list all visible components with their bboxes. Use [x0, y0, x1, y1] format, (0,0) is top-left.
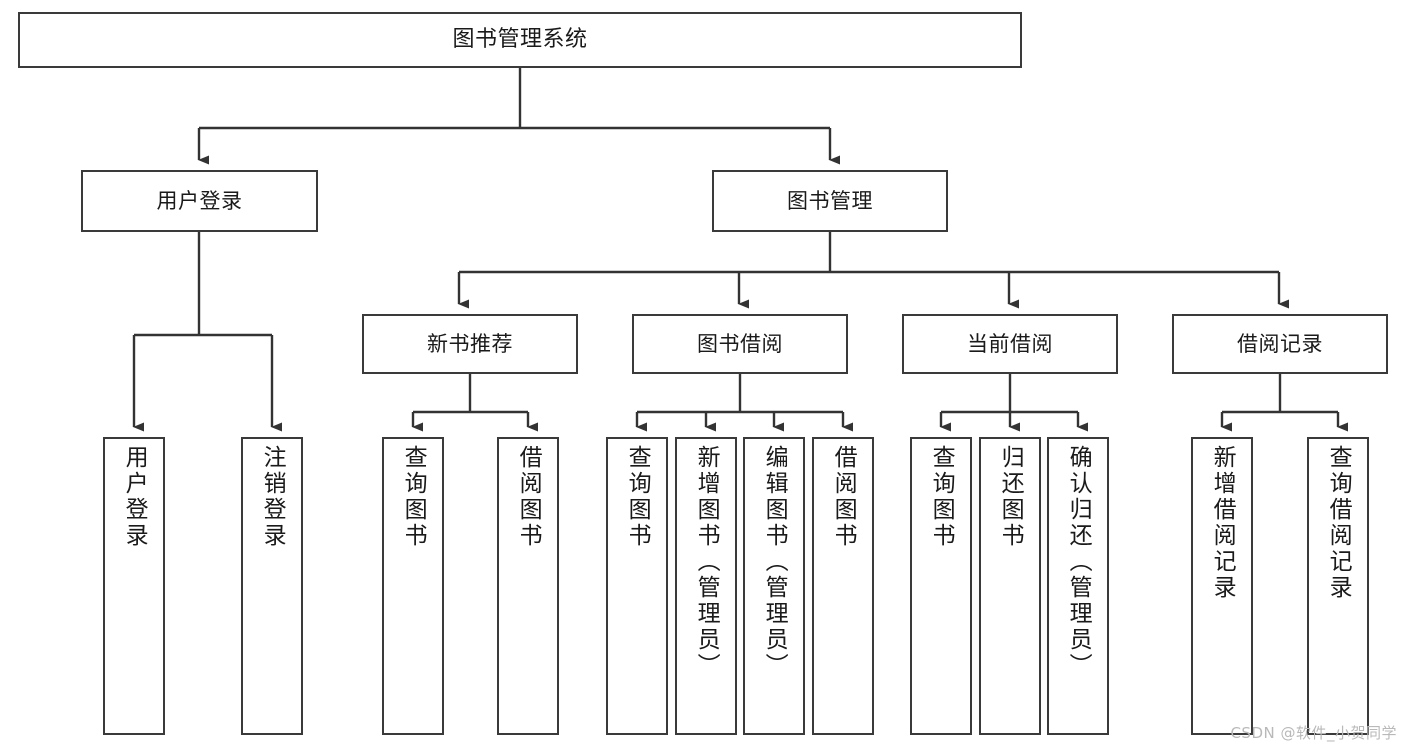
node-label: 借阅记录 — [1237, 331, 1323, 356]
leaf-add-book-admin[interactable]: 新增图书（管理员） — [675, 437, 737, 735]
leaf-query-books-new-rec[interactable]: 查询图书 — [382, 437, 444, 735]
node-label: 用户登录 — [121, 445, 148, 549]
leaf-borrow-books[interactable]: 借阅图书 — [812, 437, 874, 735]
node-label: 新书推荐 — [427, 331, 513, 356]
leaf-return-books[interactable]: 归还图书 — [979, 437, 1041, 735]
node-book-management[interactable]: 图书管理 — [712, 170, 948, 232]
csdn-watermark: CSDN @软件_小贺同学 — [1230, 724, 1397, 742]
node-label: 归还图书 — [997, 445, 1024, 549]
node-root-book-management-system[interactable]: 图书管理系统 — [18, 12, 1022, 68]
leaf-add-borrow-record[interactable]: 新增借阅记录 — [1191, 437, 1253, 735]
node-label: 查询图书 — [624, 445, 651, 549]
node-label: 图书借阅 — [697, 331, 783, 356]
node-label: 确认归还（管理员） — [1065, 445, 1092, 679]
node-label: 查询图书 — [928, 445, 955, 549]
leaf-query-books-borrowing[interactable]: 查询图书 — [606, 437, 668, 735]
node-label: 新增图书（管理员） — [693, 445, 720, 679]
node-label: 查询借阅记录 — [1325, 445, 1352, 601]
node-borrowing-records[interactable]: 借阅记录 — [1172, 314, 1388, 374]
leaf-user-login[interactable]: 用户登录 — [103, 437, 165, 735]
node-book-borrowing[interactable]: 图书借阅 — [632, 314, 848, 374]
node-label: 图书管理 — [787, 188, 873, 213]
leaf-query-books-current[interactable]: 查询图书 — [910, 437, 972, 735]
leaf-confirm-return-admin[interactable]: 确认归还（管理员） — [1047, 437, 1109, 735]
leaf-query-borrow-record[interactable]: 查询借阅记录 — [1307, 437, 1369, 735]
node-label: 借阅图书 — [830, 445, 857, 549]
node-label: 编辑图书（管理员） — [761, 445, 788, 679]
leaf-borrow-books-new-rec[interactable]: 借阅图书 — [497, 437, 559, 735]
leaf-edit-book-admin[interactable]: 编辑图书（管理员） — [743, 437, 805, 735]
leaf-logout[interactable]: 注销登录 — [241, 437, 303, 735]
node-user-login[interactable]: 用户登录 — [81, 170, 318, 232]
node-new-book-recommendation[interactable]: 新书推荐 — [362, 314, 578, 374]
node-label: 借阅图书 — [515, 445, 542, 549]
node-label: 注销登录 — [259, 445, 286, 549]
node-label: 查询图书 — [400, 445, 427, 549]
node-label: 图书管理系统 — [452, 27, 588, 53]
node-label: 当前借阅 — [967, 331, 1053, 356]
node-label: 新增借阅记录 — [1209, 445, 1236, 601]
node-current-borrowing[interactable]: 当前借阅 — [902, 314, 1118, 374]
node-label: 用户登录 — [156, 188, 243, 213]
